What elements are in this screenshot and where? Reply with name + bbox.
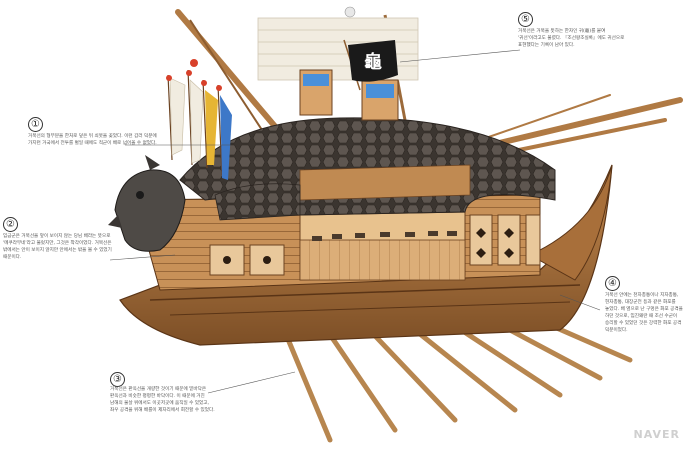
callout-text: 거북선은 판옥선을 개량한 것이기 때문에 밑바닥은 판옥선과 비슷한 평평한 … (110, 387, 215, 413)
callout-text: 거북선의 형부분을 한처로 덮은 뒤 쇠못을 꽂았다. 이런 갑러 덕분에 가지… (28, 134, 157, 146)
gun-ports (223, 228, 514, 264)
leader-lines (109, 49, 601, 394)
top-cabins (299, 69, 399, 121)
callout-number: ② (3, 217, 18, 232)
callout-text: 거북선 안에는 천자총통이나 지자총통, 현자총통, 대장군전 등과 같은 화포… (605, 293, 683, 333)
banners (166, 59, 232, 180)
callout-text: 임금군은 거북선을 앞이 보이지 않는 당님 배라는 뜻으로 '메쿠라부네'라고… (3, 234, 112, 260)
cannons (312, 231, 457, 241)
watermark-logo: NAVER (633, 428, 680, 441)
callout-number: ⑤ (518, 12, 533, 27)
callout-number: ④ (605, 276, 620, 291)
callout-text: 거북선은 거북을 뜻하는 한자인 귀(龜)를 붙여 '귀선'이라고도 불렸다. … (518, 29, 625, 48)
turtle-flag: 龜 (343, 6, 398, 91)
dragon-head (108, 155, 186, 252)
turtle-roof (179, 117, 556, 221)
gun-port-panels (209, 214, 541, 276)
flag-glyph: 龜 (364, 51, 382, 73)
callout-number: ① (28, 117, 43, 132)
hull (119, 164, 613, 346)
callout-number: ③ (110, 372, 125, 387)
